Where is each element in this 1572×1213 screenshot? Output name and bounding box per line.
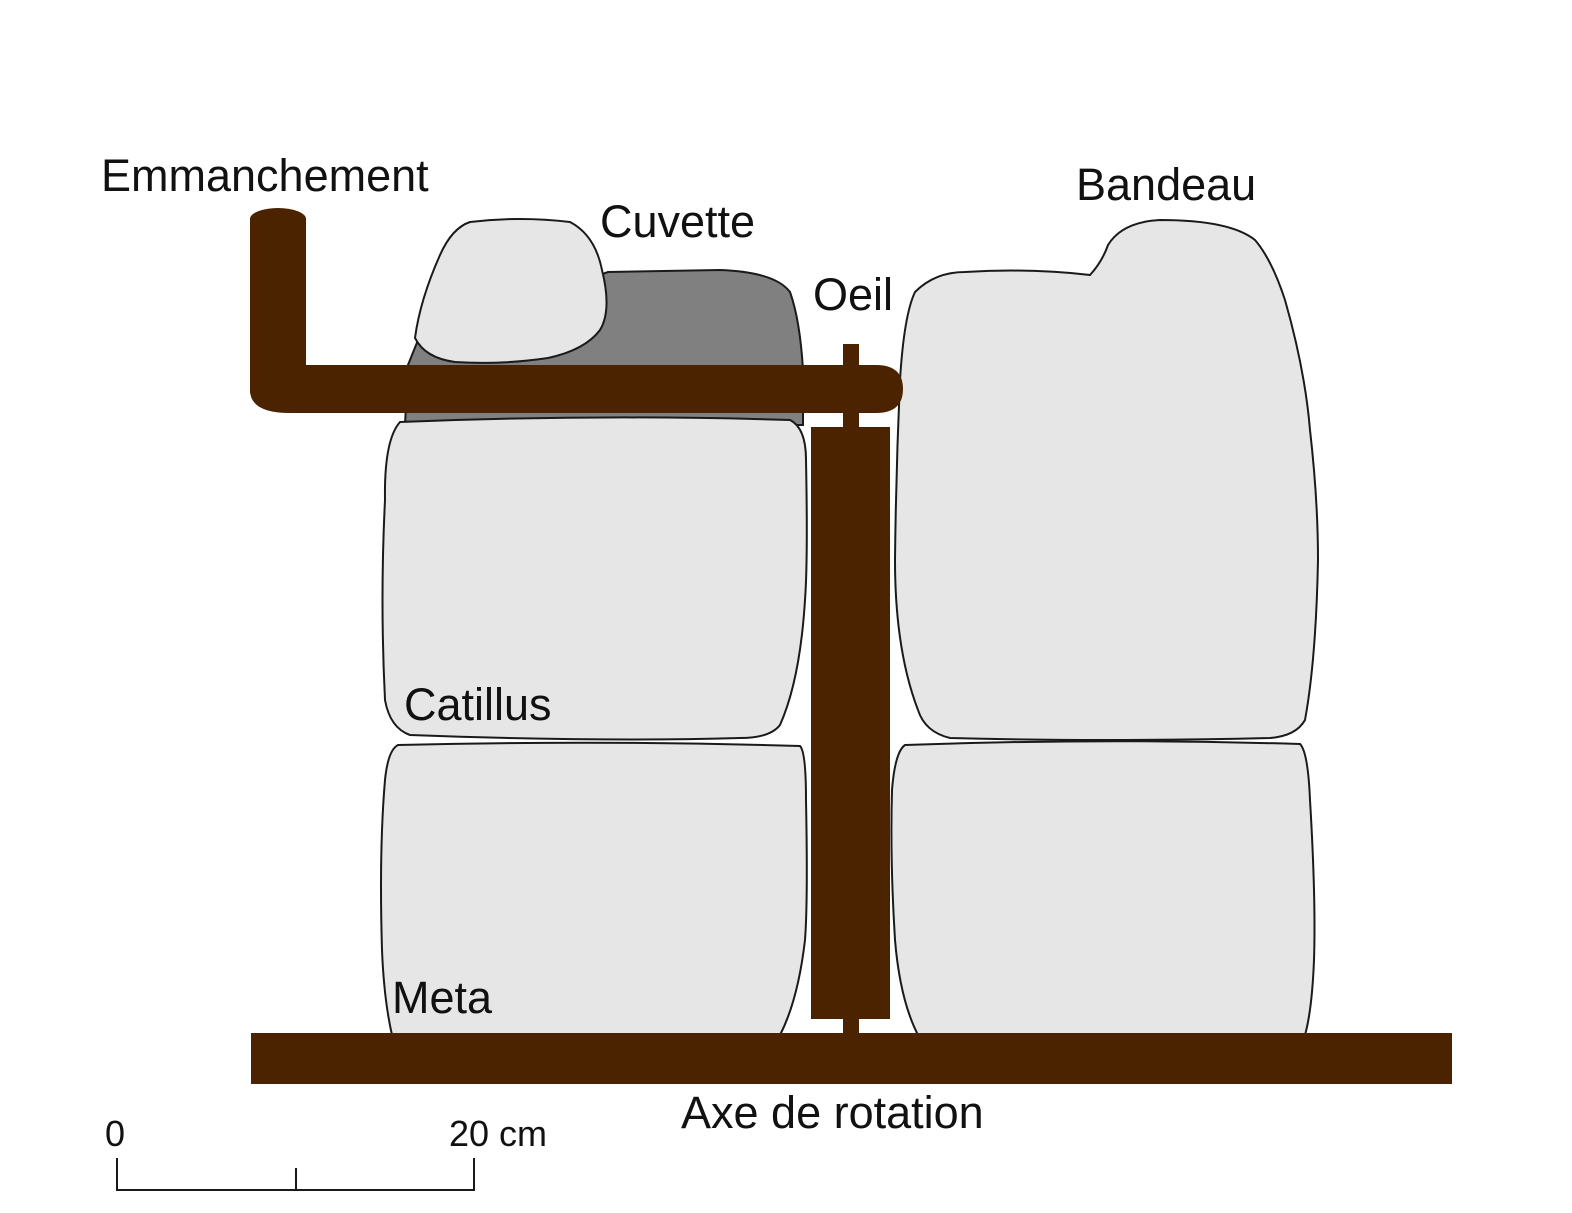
label-catillus: Catillus xyxy=(404,679,552,730)
handle-post xyxy=(250,218,306,393)
handle-arm xyxy=(250,365,903,413)
catillus-stone xyxy=(381,416,808,741)
label-axe-de-rotation: Axe de rotation xyxy=(681,1087,984,1138)
handle-post-cap xyxy=(250,208,306,230)
scale-bar: 0 20 cm xyxy=(105,1113,547,1191)
shaft-sleeve xyxy=(811,427,890,1019)
scale-label-end: 20 cm xyxy=(449,1113,547,1154)
scale-bar-line xyxy=(116,1158,475,1191)
cuvette-stone xyxy=(413,218,608,364)
label-bandeau: Bandeau xyxy=(1076,159,1256,210)
label-cuvette: Cuvette xyxy=(600,196,755,247)
scale-label-start: 0 xyxy=(105,1113,125,1154)
label-oeil: Oeil xyxy=(813,269,893,320)
label-meta: Meta xyxy=(392,972,493,1023)
meta-stone xyxy=(380,741,808,1036)
base-beam xyxy=(251,1033,1452,1084)
lower-right-stone xyxy=(890,740,1316,1036)
label-emmanchement: Emmanchement xyxy=(101,150,429,201)
bandeau-stone xyxy=(893,218,1320,741)
